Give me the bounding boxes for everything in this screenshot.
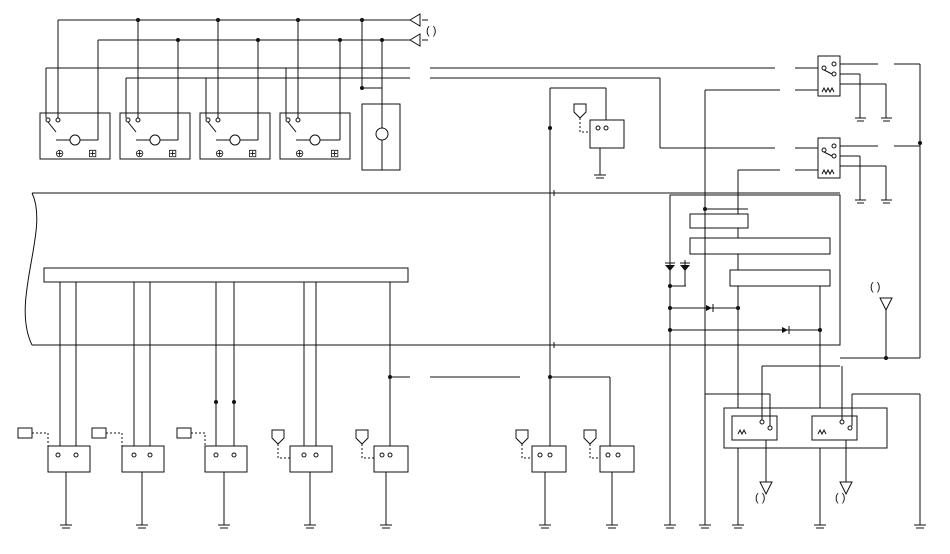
motor-unit-2: ⊕⊞ (119, 20, 191, 160)
motor-unit-3: ⊕⊞ (199, 20, 271, 160)
sensor-icon (573, 103, 587, 119)
motor-icon (375, 127, 389, 141)
bottom-switch-2 (91, 427, 165, 529)
bus-break-curve (24, 192, 38, 346)
bottom-switch-5 (355, 429, 409, 529)
bottom-switch-7 (583, 429, 635, 529)
right-sensor-label: ( ) (870, 281, 880, 293)
bottom-switch-4 (271, 429, 333, 529)
motor-icon (69, 134, 81, 146)
sensor-icon (355, 429, 369, 445)
svg-text:⊕: ⊕ (55, 148, 64, 160)
bottom-relay-right-label: ( ) (835, 492, 845, 504)
svg-text:⊞: ⊞ (88, 148, 97, 160)
motor-icon (149, 134, 161, 146)
motor-icon (309, 134, 321, 146)
resistor-drops (59, 282, 520, 450)
motor-unit-5 (360, 20, 401, 171)
svg-text:⊞: ⊞ (168, 148, 177, 160)
key-icon (176, 427, 192, 439)
bus-terminal-arrow-2 (409, 33, 421, 47)
control-module (665, 89, 841, 525)
sensor-icon (271, 429, 285, 445)
svg-text:⊕: ⊕ (135, 148, 144, 160)
svg-text:⊕: ⊕ (295, 148, 304, 160)
bus-terminal-arrow-1 (409, 13, 421, 27)
key-icon (91, 427, 107, 439)
connector-strip (43, 267, 409, 283)
output-sensor-icon (759, 481, 773, 496)
antenna-sensor-icon (879, 297, 893, 312)
motor-icon (229, 134, 241, 146)
relay-top-2 (795, 137, 892, 204)
top-power-bus (58, 13, 428, 47)
svg-text:⊞: ⊞ (248, 148, 257, 160)
motor-unit-1: ⊕⊞ (39, 20, 111, 160)
svg-text:⊕: ⊕ (215, 148, 224, 160)
motor-unit-4: ⊕⊞ (279, 20, 351, 160)
bottom-relay-block (705, 365, 921, 525)
key-icon (17, 427, 33, 439)
svg-text:⊞: ⊞ (330, 148, 339, 160)
centre-column (548, 87, 625, 450)
bottom-switch-1 (17, 427, 91, 529)
sensor-icon (515, 429, 529, 445)
output-sensor-icon (839, 481, 853, 496)
bottom-switch-3 (176, 427, 248, 529)
relay-top-1 (795, 55, 892, 122)
bottom-switch-6 (515, 429, 567, 529)
sensor-icon (583, 429, 597, 445)
bottom-relay-left-label: ( ) (755, 492, 765, 504)
top-right-terminal-label: ( ) (426, 25, 436, 37)
ground-symbols-right (664, 524, 926, 529)
